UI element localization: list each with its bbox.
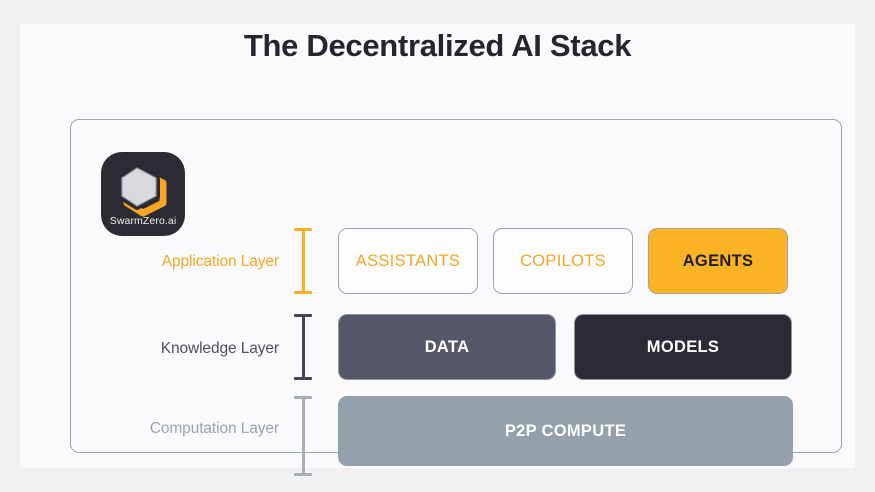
swarmzero-hexagon-icon [118,164,167,217]
logo-wordmark: SwarmZero.ai [109,215,177,227]
layer-row-computation: P2P COMPUTE [338,396,793,466]
node-assistants[interactable]: ASSISTANTS [338,228,478,294]
page-title: The Decentralized AI Stack [243,28,632,63]
stack-diagram-container: SwarmZero.ai Application Layer Knowledge… [70,119,842,476]
bracket-knowledge [293,314,313,380]
layer-label-computation: Computation Layer [149,420,279,437]
node-p2p-compute[interactable]: P2P COMPUTE [338,396,793,466]
node-label: P2P COMPUTE [504,421,627,440]
bracket-computation [293,396,313,476]
node-label: AGENTS [682,251,754,270]
bracket-stem [301,314,305,380]
layer-label-knowledge: Knowledge Layer [160,340,279,357]
bracket-cap-bottom [294,376,312,380]
layer-row-application: ASSISTANTS COPILOTS AGENTS [338,228,788,294]
node-models[interactable]: MODELS [574,314,792,380]
bracket-application [293,228,313,294]
node-label: DATA [424,337,470,356]
bracket-stem [301,228,305,294]
swarmzero-logo-badge: SwarmZero.ai [101,152,185,236]
slide-canvas: The Decentralized AI Stack SwarmZero.ai … [20,24,855,476]
node-label: MODELS [646,337,720,356]
bracket-cap-bottom [294,472,312,476]
node-copilots[interactable]: COPILOTS [493,228,633,294]
bracket-cap-bottom [294,290,312,294]
node-agents[interactable]: AGENTS [648,228,788,294]
layer-row-knowledge: DATA MODELS [338,314,792,380]
node-data[interactable]: DATA [338,314,556,380]
layer-label-application: Application Layer [161,253,279,270]
node-label: ASSISTANTS [355,251,461,270]
bracket-stem [301,396,305,476]
node-label: COPILOTS [520,251,606,270]
